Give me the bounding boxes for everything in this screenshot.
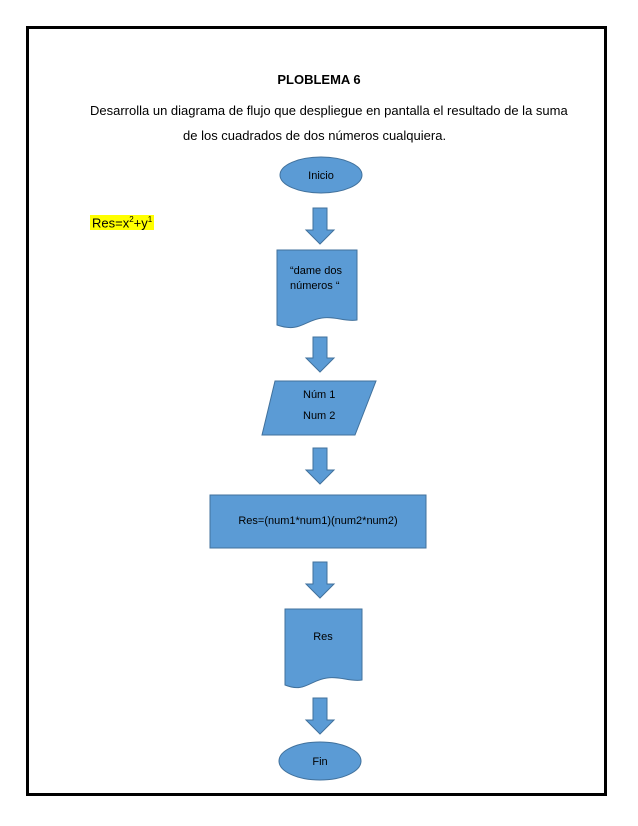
arrow-down-3 bbox=[304, 447, 336, 485]
page-border bbox=[26, 26, 607, 796]
formula-exponent-1: 2 bbox=[129, 215, 134, 224]
process-rectangle[interactable] bbox=[209, 494, 427, 549]
output-document-shape[interactable] bbox=[284, 608, 363, 689]
input-label-line-1: Núm 1 bbox=[303, 389, 335, 401]
prompt-document-shape[interactable] bbox=[276, 249, 358, 329]
process-label: Res=(num1*num1)(num2*num2) bbox=[238, 515, 397, 527]
description-line-2: de los cuadrados de dos números cualquie… bbox=[183, 128, 447, 143]
arrow-down-5 bbox=[304, 697, 336, 735]
end-label: Fin bbox=[312, 756, 327, 768]
input-parallelogram[interactable] bbox=[261, 380, 377, 436]
formula-base: Res=x bbox=[92, 215, 130, 231]
start-terminator[interactable] bbox=[279, 156, 363, 194]
output-label: Res bbox=[313, 631, 333, 643]
prompt-label-line-1: “dame dos bbox=[290, 265, 342, 277]
prompt-label-line-2: números “ bbox=[290, 280, 340, 292]
formula-exponent-2: 1 bbox=[147, 215, 153, 224]
end-terminator[interactable] bbox=[278, 741, 362, 781]
formula-highlight: Res=x2+y1 bbox=[90, 215, 155, 231]
arrow-down-1 bbox=[304, 207, 336, 245]
description-line-1: Desarrolla un diagrama de flujo que desp… bbox=[90, 103, 568, 118]
start-label: Inicio bbox=[308, 170, 334, 182]
arrow-down-4 bbox=[304, 561, 336, 599]
page-title: PLOBLEMA 6 bbox=[277, 72, 361, 87]
input-label-line-2: Num 2 bbox=[303, 410, 335, 422]
arrow-down-2 bbox=[304, 336, 336, 373]
formula-mid: +y bbox=[133, 215, 148, 231]
